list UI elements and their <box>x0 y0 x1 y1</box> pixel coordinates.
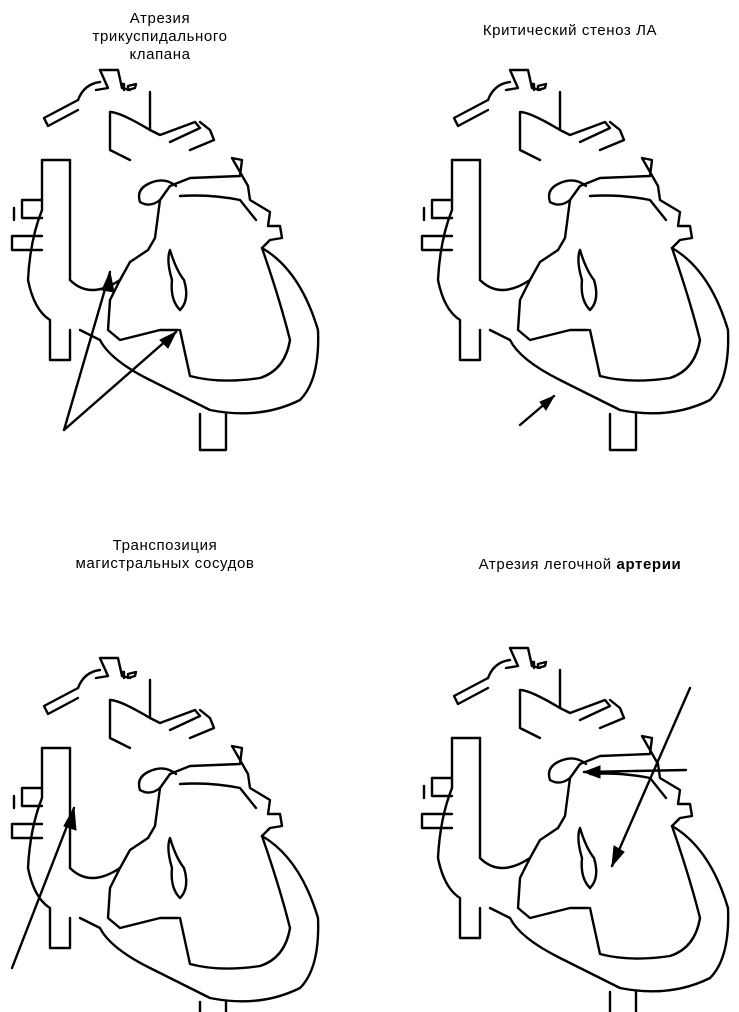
arrow-head <box>540 396 554 410</box>
heart-transposition <box>12 658 318 1012</box>
heart-tricuspid-atresia <box>12 70 318 450</box>
arrow-4 <box>12 808 74 968</box>
arrow-head <box>160 332 176 348</box>
arrow-head <box>612 846 624 866</box>
heart-pulmonary-atresia <box>422 648 728 1012</box>
heart-critical-pulmonary-stenosis <box>422 70 728 450</box>
arrow-2 <box>64 332 176 430</box>
arrow-head <box>584 766 600 778</box>
